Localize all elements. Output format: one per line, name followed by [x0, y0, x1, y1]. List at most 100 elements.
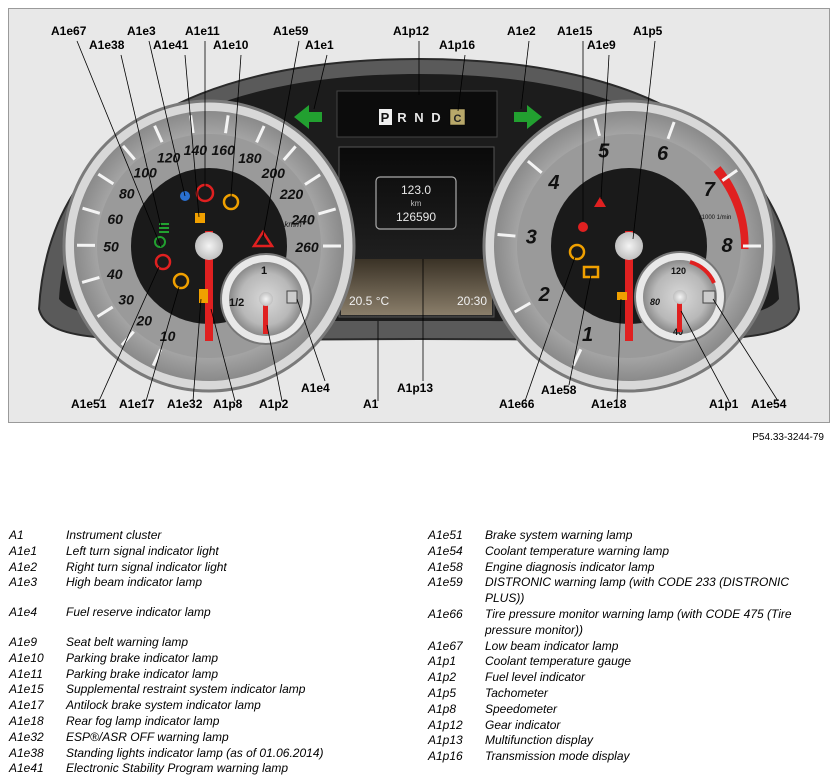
mfd-readout-box — [375, 176, 457, 230]
legend-code: A1p2 — [428, 670, 457, 685]
legend-description: Supplemental restraint system indicator … — [66, 682, 306, 697]
speedo-tick — [189, 115, 195, 134]
legend-code: A1 — [9, 528, 24, 542]
legend-description: Coolant temperature warning lamp — [485, 543, 670, 558]
gear-letter-r: R — [397, 110, 407, 125]
callout-a1e32: A1e32 — [167, 397, 203, 411]
legend-code: A1e51 — [428, 528, 463, 542]
esp-warning-lamp-icon — [195, 213, 205, 223]
gear-indicator-panel — [336, 90, 498, 138]
legend-description: Left turn signal indicator light — [66, 543, 219, 558]
speedo-label: 160 — [212, 142, 236, 158]
speedo-label: 80 — [119, 186, 135, 202]
legend-description: Brake system warning lamp — [485, 528, 633, 542]
legend-code: A1p5 — [428, 685, 457, 700]
rear-fog-lamp-icon — [617, 292, 627, 300]
legend-description: Fuel reserve indicator lamp — [66, 605, 211, 620]
tach-tick — [513, 301, 532, 314]
speedo-label: 140 — [184, 142, 208, 158]
speedo-tick — [224, 115, 230, 134]
speedo-tick — [151, 348, 163, 367]
coolant-gauge: 120 80 40 — [634, 251, 726, 343]
callout-a1p12: A1p12 — [393, 24, 430, 38]
speedo-tick — [317, 207, 337, 216]
fuel-half-label: 1/2 — [229, 297, 244, 309]
coolant-needle — [677, 292, 682, 332]
callout-a1e9: A1e9 — [587, 38, 616, 52]
speedo-label: 60 — [107, 211, 123, 227]
figure-reference: P54.33-3244-79 — [752, 432, 824, 443]
callout-a1e18: A1e18 — [591, 397, 627, 411]
legend-code: A1e9 — [9, 634, 38, 649]
callout-a1e10: A1e10 — [213, 38, 249, 52]
legend-description: DISTRONIC warning lamp (with CODE 233 (D… — [485, 575, 790, 606]
callout-a1p8: A1p8 — [213, 397, 243, 411]
clock-time: 20:30 — [457, 294, 487, 308]
speedo-tick — [282, 145, 297, 161]
legend-description: Electronic Stability Program warning lam… — [66, 761, 289, 776]
callout-a1p5: A1p5 — [633, 24, 663, 38]
esp-off-lamp-icon — [199, 289, 208, 303]
legend-code: A1e18 — [9, 713, 44, 728]
tach-label: 3 — [526, 226, 537, 248]
legend-item-a1e41: A1e41 Electronic Stability Program warnin… — [9, 761, 409, 777]
airbag-lamp-icon — [578, 222, 588, 232]
speedo-tick — [97, 172, 115, 186]
legend-code: A1p1 — [428, 654, 457, 669]
legend-code: A1e41 — [9, 761, 44, 776]
outside-temperature: 20.5 °C — [349, 294, 389, 308]
callout-a1e4: A1e4 — [301, 381, 330, 395]
legend-description: Coolant temperature gauge — [485, 654, 632, 669]
tachometer-hub — [615, 232, 643, 260]
legend-item-a1: A1 Instrument cluster — [9, 528, 409, 544]
legend-item-a1e51: A1e51 Brake system warning lamp — [428, 528, 823, 544]
callout-a1e54: A1e54 — [751, 397, 787, 411]
callout-a1p16: A1p16 — [439, 38, 476, 52]
legend-description: Speedometer — [485, 701, 558, 716]
callout-a1e41: A1e41 — [153, 38, 189, 52]
leader-lines — [76, 40, 779, 402]
speedo-label: 120 — [157, 150, 181, 166]
callout-a1: A1 — [363, 397, 379, 411]
callout-a1e51: A1e51 — [71, 397, 107, 411]
trip-value: 123.0 — [401, 183, 431, 197]
legend-description: Antilock brake system indicator lamp — [66, 698, 261, 713]
speedo-tick — [153, 125, 164, 143]
speedo-label: 30 — [118, 291, 134, 307]
speedo-label: 50 — [103, 238, 119, 254]
gear-letter-d: D — [431, 110, 440, 125]
transmission-mode-letter: C — [454, 113, 462, 125]
legend-description: Rear fog lamp indicator lamp — [66, 713, 220, 728]
legend-code: A1e58 — [428, 559, 463, 574]
legend-description: Parking brake indicator lamp — [66, 650, 219, 665]
speedo-tick — [82, 206, 101, 215]
legend-description: Instrument cluster — [66, 528, 162, 542]
legend-description: Low beam indicator lamp — [485, 638, 619, 653]
left-turn-signal-arrow — [294, 105, 322, 129]
tach-tick — [593, 118, 601, 137]
callout-a1p1: A1p1 — [709, 397, 739, 411]
fuel-reserve-lamp-icon — [286, 290, 298, 304]
speedo-tick — [255, 125, 266, 144]
legend-code: A1e2 — [9, 559, 38, 574]
speedo-label: 10 — [160, 328, 176, 344]
legend-code: A1e67 — [428, 638, 463, 653]
callout-a1p13: A1p13 — [397, 381, 434, 395]
right-turn-signal-arrow — [514, 105, 542, 129]
